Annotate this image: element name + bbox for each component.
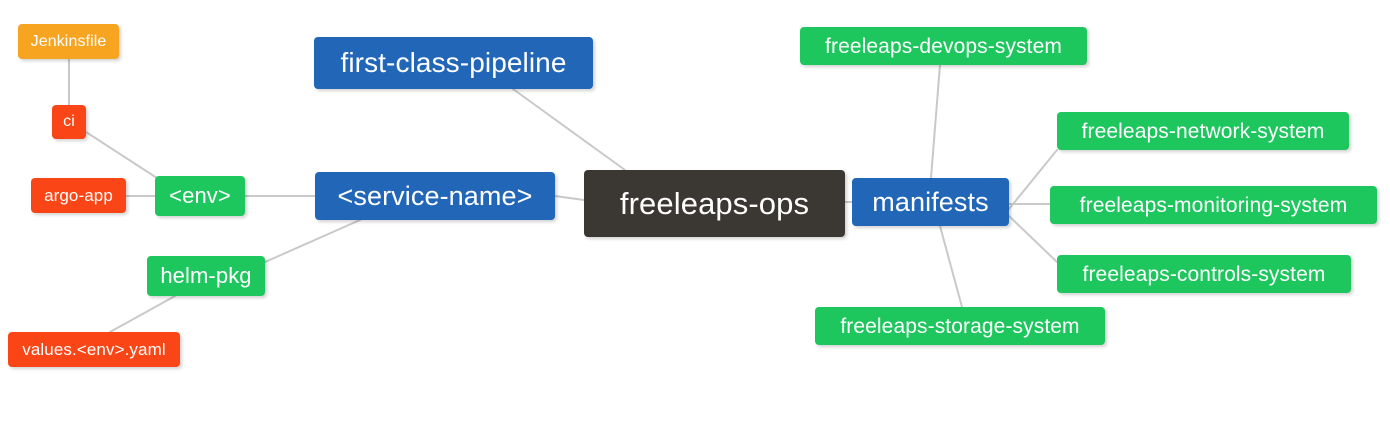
node-label-argo-app: argo-app	[44, 186, 113, 205]
edge-ci-to-env	[85, 131, 158, 179]
node-label-freeleaps-storage-system: freeleaps-storage-system	[840, 314, 1080, 338]
node-label-freeleaps-controls-system: freeleaps-controls-system	[1082, 262, 1326, 286]
node-first-class-pipeline[interactable]: first-class-pipeline	[314, 37, 593, 89]
node-freeleaps-controls-system[interactable]: freeleaps-controls-system	[1057, 255, 1351, 293]
node-label-env: <env>	[169, 183, 231, 208]
node-argo-app[interactable]: argo-app	[31, 178, 126, 213]
node-label-first-class-pipeline: first-class-pipeline	[340, 47, 567, 78]
node-freeleaps-storage-system[interactable]: freeleaps-storage-system	[815, 307, 1105, 345]
edge-manifests-to-freeleaps-controls-system	[1008, 215, 1058, 263]
edge-service-name-to-helm-pkg	[264, 219, 361, 263]
node-env[interactable]: <env>	[155, 176, 245, 216]
edge-manifests-to-freeleaps-devops-system	[930, 64, 941, 179]
node-service-name[interactable]: <service-name>	[315, 172, 555, 220]
node-label-manifests: manifests	[872, 186, 989, 217]
edge-helm-pkg-to-values-env-yaml	[109, 295, 176, 333]
node-label-freeleaps-ops: freeleaps-ops	[619, 186, 810, 221]
edge-first-class-pipeline-to-freeleaps-ops	[512, 88, 626, 171]
node-freeleaps-monitoring-system[interactable]: freeleaps-monitoring-system	[1050, 186, 1377, 224]
node-label-freeleaps-devops-system: freeleaps-devops-system	[825, 34, 1062, 58]
node-jenkinsfile[interactable]: Jenkinsfile	[18, 24, 119, 59]
node-label-freeleaps-network-system: freeleaps-network-system	[1081, 119, 1325, 143]
node-freeleaps-ops[interactable]: freeleaps-ops	[584, 170, 845, 237]
node-values-env-yaml[interactable]: values.<env>.yaml	[8, 332, 180, 367]
node-label-service-name: <service-name>	[337, 180, 533, 211]
node-ci[interactable]: ci	[52, 105, 86, 139]
node-label-freeleaps-monitoring-system: freeleaps-monitoring-system	[1079, 193, 1348, 217]
node-freeleaps-network-system[interactable]: freeleaps-network-system	[1057, 112, 1349, 150]
node-freeleaps-devops-system[interactable]: freeleaps-devops-system	[800, 27, 1087, 65]
edge-service-name-to-freeleaps-ops	[554, 195, 585, 201]
node-label-jenkinsfile: Jenkinsfile	[30, 32, 107, 50]
edge-manifests-to-freeleaps-storage-system	[939, 225, 963, 308]
node-label-helm-pkg: helm-pkg	[160, 263, 252, 288]
node-label-values-env-yaml: values.<env>.yaml	[22, 340, 166, 359]
node-helm-pkg[interactable]: helm-pkg	[147, 256, 265, 296]
node-label-ci: ci	[63, 113, 75, 130]
node-manifests[interactable]: manifests	[852, 178, 1009, 226]
